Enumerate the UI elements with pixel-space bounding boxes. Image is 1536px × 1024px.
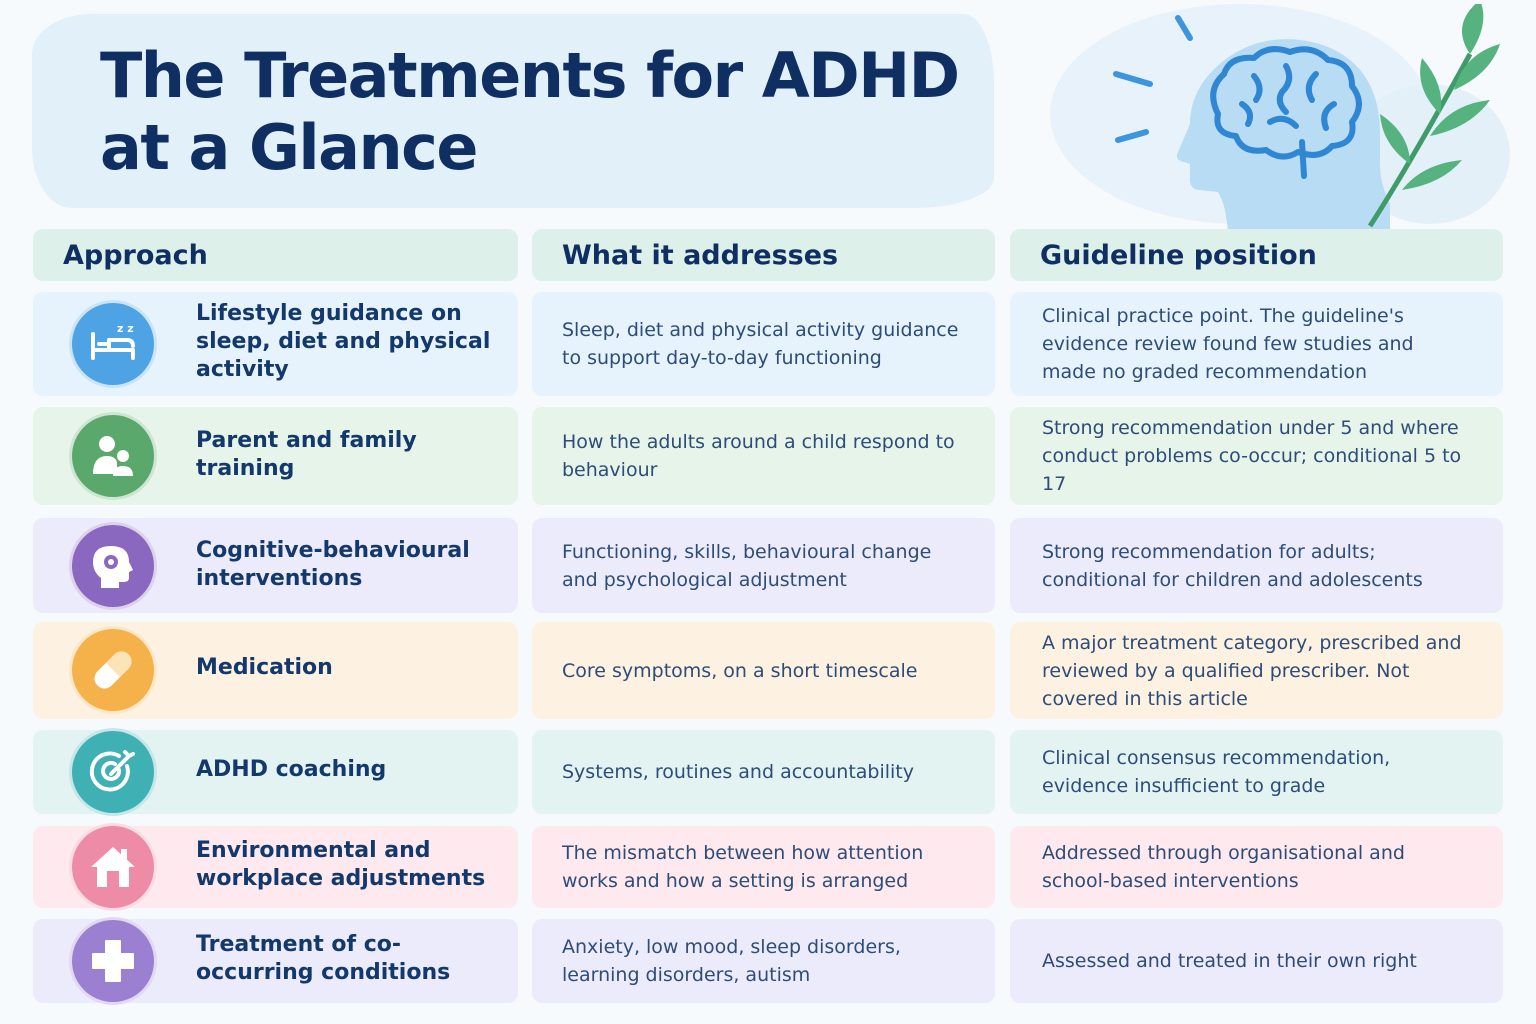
row-medication-addresses: Core symptoms, on a short timescale xyxy=(532,622,995,719)
title-line-2: at a Glance xyxy=(100,111,478,184)
house-icon xyxy=(69,823,157,911)
addresses-text: Anxiety, low mood, sleep disorders, lear… xyxy=(562,936,901,986)
row-coaching-approach: ADHD coaching xyxy=(33,728,518,816)
addresses-text: How the adults around a child respond to… xyxy=(562,431,955,481)
header-guideline-position: Guideline position xyxy=(1010,229,1503,281)
svg-text:z z: z z xyxy=(117,322,134,335)
row-parent-approach: Parent and family training xyxy=(33,407,518,505)
target-icon xyxy=(69,728,157,816)
row-environment-guideline: Addressed through organisational and sch… xyxy=(1010,826,1503,908)
guideline-text: Addressed through organisational and sch… xyxy=(1042,842,1405,892)
row-cooccurring-approach: Treatment of co-occurring conditions xyxy=(33,917,518,1005)
guideline-text: Assessed and treated in their own right xyxy=(1042,950,1417,972)
brain-head-illustration xyxy=(1050,4,1510,230)
header-addresses-label: What it addresses xyxy=(562,239,839,271)
row-cbt-approach: Cognitive-behavioural interventions xyxy=(33,518,518,613)
row-lifestyle-approach: z z Lifestyle guidance on sleep, diet an… xyxy=(33,292,518,396)
approach-label: ADHD coaching xyxy=(196,757,387,782)
addresses-text: Systems, routines and accountability xyxy=(562,761,915,783)
title-line-1: The Treatments for ADHD xyxy=(100,39,960,112)
row-lifestyle-addresses: Sleep, diet and physical activity guidan… xyxy=(532,292,995,396)
plus-cross-icon xyxy=(69,917,157,1005)
approach-label: Treatment of co-occurring conditions xyxy=(196,932,451,985)
addresses-text: Core symptoms, on a short timescale xyxy=(562,659,918,682)
row-coaching-guideline: Clinical consensus recommendation, evide… xyxy=(1010,730,1503,814)
row-cooccurring-guideline: Assessed and treated in their own right xyxy=(1010,919,1503,1003)
row-cooccurring-addresses: Anxiety, low mood, sleep disorders, lear… xyxy=(532,919,995,1003)
guideline-text: A major treatment category, prescribed a… xyxy=(1042,631,1462,710)
row-lifestyle-guideline: Clinical practice point. The guideline's… xyxy=(1010,292,1503,396)
row-parent-guideline: Strong recommendation under 5 and where … xyxy=(1010,407,1503,505)
row-environment-addresses: The mismatch between how attention works… xyxy=(532,826,995,908)
approach-label: Parent and family training xyxy=(196,428,417,481)
guideline-text: Strong recommendation for adults; condit… xyxy=(1042,540,1423,591)
row-medication-approach: Medication xyxy=(33,622,518,719)
page-title: The Treatments for ADHD at a Glance xyxy=(100,40,980,184)
row-cbt-addresses: Functioning, skills, behavioural change … xyxy=(532,518,995,613)
header-guideline-label: Guideline position xyxy=(1040,239,1317,271)
header-approach: Approach xyxy=(33,229,518,281)
approach-label: Environmental and workplace adjustments xyxy=(196,838,486,891)
row-parent-addresses: How the adults around a child respond to… xyxy=(532,407,995,505)
approach-label: Cognitive-behavioural interventions xyxy=(196,538,470,591)
addresses-text: Functioning, skills, behavioural change … xyxy=(562,540,932,591)
guideline-text: Clinical consensus recommendation, evide… xyxy=(1042,747,1391,797)
row-environment-approach: Environmental and workplace adjustments xyxy=(33,823,518,911)
header-approach-label: Approach xyxy=(63,239,208,271)
head-gear-icon xyxy=(69,522,157,610)
header-what-it-addresses: What it addresses xyxy=(532,229,995,281)
guideline-text: Strong recommendation under 5 and where … xyxy=(1042,417,1462,495)
title-background xyxy=(32,14,994,208)
pill-icon xyxy=(69,626,157,714)
addresses-text: The mismatch between how attention works… xyxy=(562,842,924,892)
family-icon xyxy=(69,412,157,500)
approach-label: Medication xyxy=(196,655,333,680)
guideline-text: Clinical practice point. The guideline's… xyxy=(1042,305,1414,383)
bed-sleep-icon: z z xyxy=(69,300,157,388)
addresses-text: Sleep, diet and physical activity guidan… xyxy=(562,319,959,369)
row-cbt-guideline: Strong recommendation for adults; condit… xyxy=(1010,518,1503,613)
row-coaching-addresses: Systems, routines and accountability xyxy=(532,730,995,814)
row-medication-guideline: A major treatment category, prescribed a… xyxy=(1010,622,1503,719)
approach-label: Lifestyle guidance on sleep, diet and ph… xyxy=(196,301,491,382)
